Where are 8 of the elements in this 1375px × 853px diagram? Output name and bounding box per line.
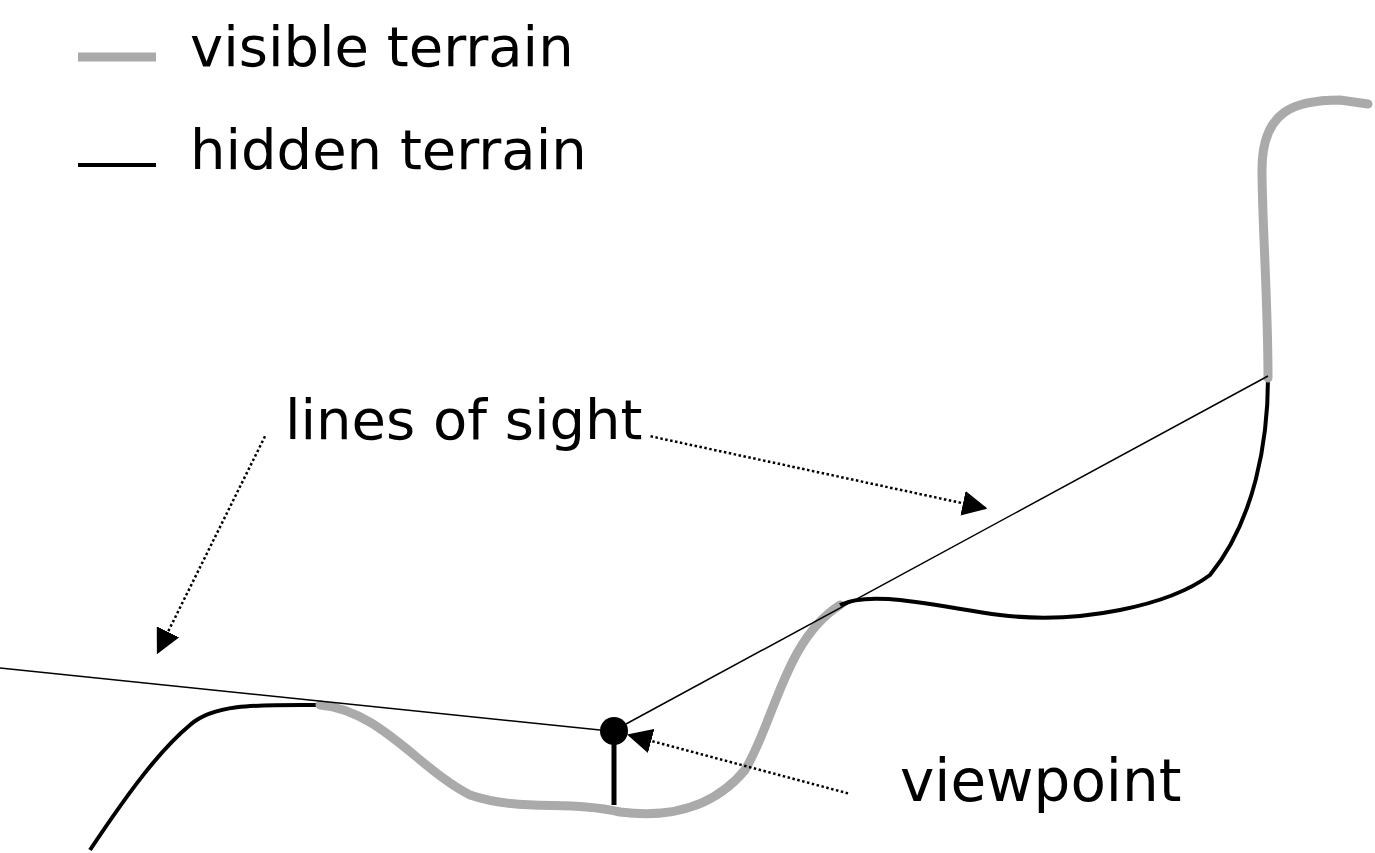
legend-label: hidden terrain [190, 118, 587, 183]
leader-line [650, 435, 988, 516]
leader-line [627, 728, 849, 795]
callout-label: viewpoint [900, 748, 1182, 815]
leader-line [156, 435, 267, 655]
legend-label: visible terrain [190, 15, 574, 80]
callout-label: lines of sight [285, 388, 643, 453]
viewpoint-dot [600, 717, 628, 745]
